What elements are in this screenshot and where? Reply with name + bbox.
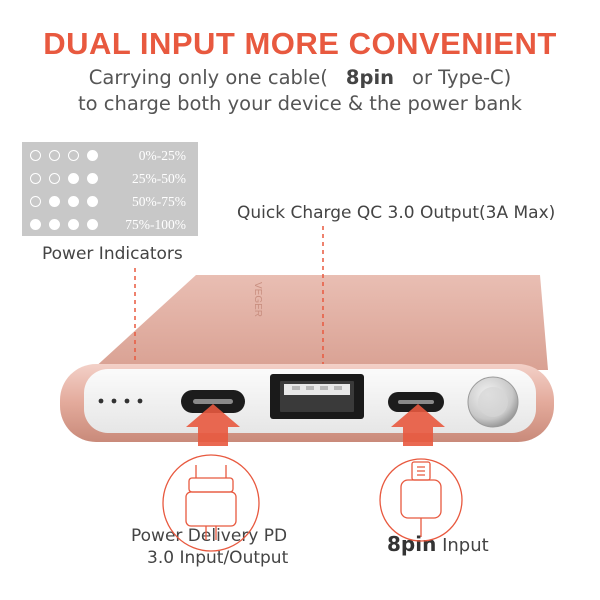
usb-a-contact — [292, 386, 300, 390]
led-dot-icon — [68, 219, 79, 230]
usb-a-contact — [306, 386, 314, 390]
led-hole-icon — [111, 398, 117, 404]
usb-a-contact — [334, 386, 342, 390]
headline: DUAL INPUT MORE CONVENIENT — [43, 26, 557, 61]
usb-c-port-tongue — [193, 399, 233, 404]
pd-label-line-1: Power Delivery PD — [131, 526, 288, 546]
power-bank-top-surface — [92, 275, 548, 370]
led-dot-icon — [30, 173, 41, 184]
pd-label-line-2: 3.0 Input/Output — [147, 548, 289, 568]
led-dot-icon — [68, 196, 79, 207]
brand-logo: VEGER — [252, 282, 263, 317]
led-hole-icon — [124, 398, 130, 404]
power-button-center — [478, 387, 508, 417]
arrow-up-icon — [186, 404, 240, 446]
lightning-input-text: Input — [442, 535, 489, 556]
lightning-8pin-text: 8pin — [387, 532, 437, 556]
led-dot-icon — [68, 150, 79, 161]
usb-c-plug-icon — [185, 465, 237, 540]
lightning-input-label: 8pin Input — [387, 532, 489, 556]
indicator-range-label: 75%-100% — [125, 217, 186, 232]
indicator-range-label: 25%-50% — [132, 171, 186, 186]
subheadline-line-2: to charge both your device & the power b… — [78, 92, 522, 115]
subheadline-text-after: or Type-C) — [412, 66, 512, 89]
indicator-range-label: 0%-25% — [138, 148, 186, 163]
led-dot-icon — [49, 150, 60, 161]
usb-a-port-tongue — [284, 384, 350, 395]
indicator-row: 25%-50% — [30, 169, 192, 189]
led-dot-icon — [87, 219, 98, 230]
indicator-range-label: 50%-75% — [132, 194, 186, 209]
led-dot-icon — [30, 150, 41, 161]
power-indicators-title: Power Indicators — [42, 244, 183, 264]
led-dot-icon — [87, 173, 98, 184]
led-hole-icon — [98, 398, 104, 404]
lightning-plug-icon — [400, 461, 442, 537]
led-dot-icon — [87, 196, 98, 207]
arrow-up-icon — [391, 404, 445, 446]
led-hole-icon — [137, 398, 143, 404]
indicator-row: 50%-75% — [30, 192, 192, 212]
indicator-row: 0%-25% — [30, 146, 192, 166]
subheadline-text-before: Carrying only one cable( — [88, 66, 328, 89]
usb-a-contact — [320, 386, 328, 390]
led-dot-icon — [30, 196, 41, 207]
led-dot-icon — [49, 173, 60, 184]
led-dot-icon — [68, 173, 79, 184]
qc-output-label: Quick Charge QC 3.0 Output(3A Max) — [237, 203, 556, 223]
led-dot-icon — [49, 219, 60, 230]
indicator-row: 75%-100% — [30, 215, 192, 235]
lightning-port-tongue — [398, 400, 434, 404]
power-indicator-legend: 0%-25% 25%-50% 50%-75% 75%-100% — [22, 142, 198, 236]
lightning-plug-circle — [379, 458, 463, 542]
led-dot-icon — [30, 219, 41, 230]
usb-c-plug-circle — [162, 454, 260, 552]
subheadline-line-1: Carrying only one cable( 8pin or Type-C) — [0, 66, 600, 89]
led-dot-icon — [49, 196, 60, 207]
subheadline-8pin: 8pin — [345, 66, 395, 89]
led-dot-icon — [87, 150, 98, 161]
